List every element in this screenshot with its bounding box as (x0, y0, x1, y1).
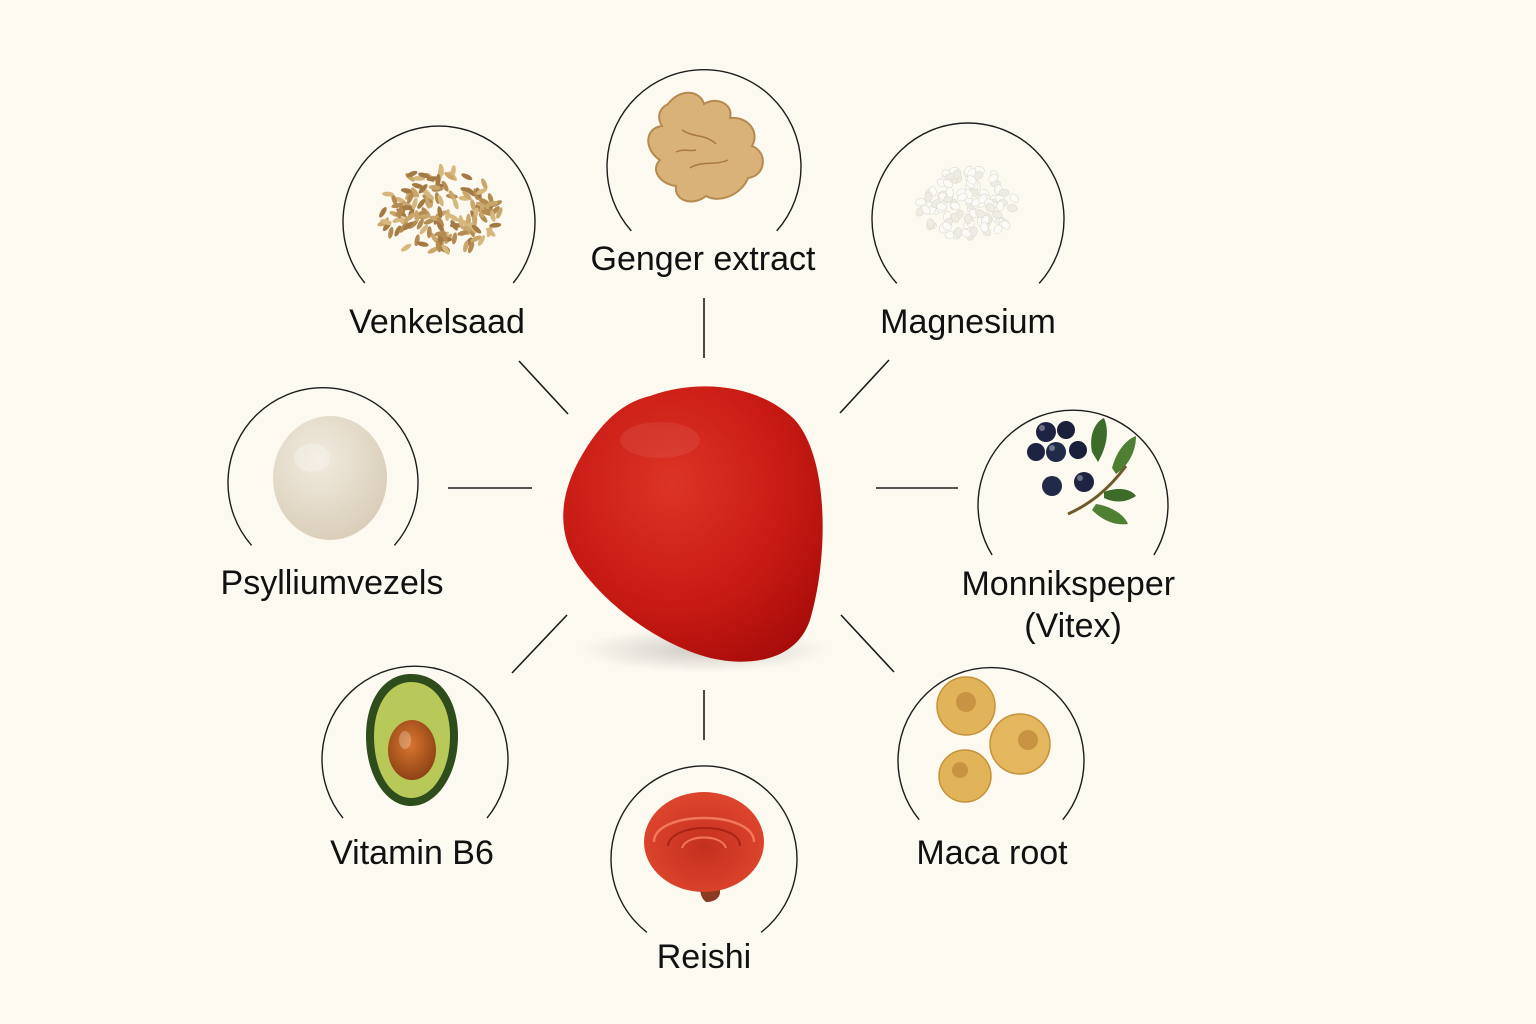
ginger-root-icon (647, 91, 764, 203)
label-ginger: Genger extract (591, 240, 816, 278)
ring-b6 (321, 665, 509, 819)
ingredient-reishi: Reishi (610, 765, 798, 976)
connector-fennel (518, 360, 569, 415)
label-fennel: Venkelsaad (349, 303, 525, 341)
maca-roots-icon (936, 676, 1051, 803)
center-gummy (563, 386, 829, 672)
label-maca: Maca root (916, 834, 1068, 872)
ring-psyllium (227, 387, 419, 546)
ingredient-ginger: Genger extract (591, 69, 816, 278)
label-vitex-line1: Monnikspeper (961, 565, 1175, 603)
ingredient-fennel: Venkelsaad (342, 125, 536, 341)
ingredient-magnesium: Magnesium (871, 122, 1065, 341)
berries-branch-icon (1027, 418, 1136, 525)
connector-lines (448, 298, 958, 740)
connector-b6 (511, 614, 568, 674)
fennel-seeds-icon (377, 163, 503, 255)
label-psyllium: Psylliumvezels (221, 564, 444, 602)
label-reishi: Reishi (657, 938, 751, 976)
reishi-mushroom-icon (644, 792, 764, 902)
avocado-icon (366, 674, 458, 806)
ring-magnesium (871, 122, 1065, 284)
label-magnesium: Magnesium (880, 303, 1056, 341)
label-vitex: Monnikspeper (Vitex) (961, 565, 1184, 645)
connector-maca (840, 614, 895, 673)
ring-fennel (342, 125, 536, 284)
ingredient-maca: Maca root (897, 666, 1085, 872)
ingredient-psyllium: Psylliumvezels (221, 387, 444, 602)
ring-maca (897, 666, 1085, 821)
label-b6: Vitamin B6 (330, 834, 494, 872)
ingredient-vitex: Monnikspeper (Vitex) (961, 409, 1184, 645)
connector-magnesium (839, 359, 890, 414)
powder-ball-icon (273, 416, 387, 540)
ingredient-b6: Vitamin B6 (321, 665, 509, 872)
ring-vitex (977, 409, 1169, 556)
label-vitex-line2: (Vitex) (1024, 607, 1122, 645)
gummy-shape (563, 386, 823, 662)
white-granules-icon (915, 165, 1020, 241)
ring-ginger (606, 69, 802, 232)
ring-reishi (610, 765, 798, 933)
